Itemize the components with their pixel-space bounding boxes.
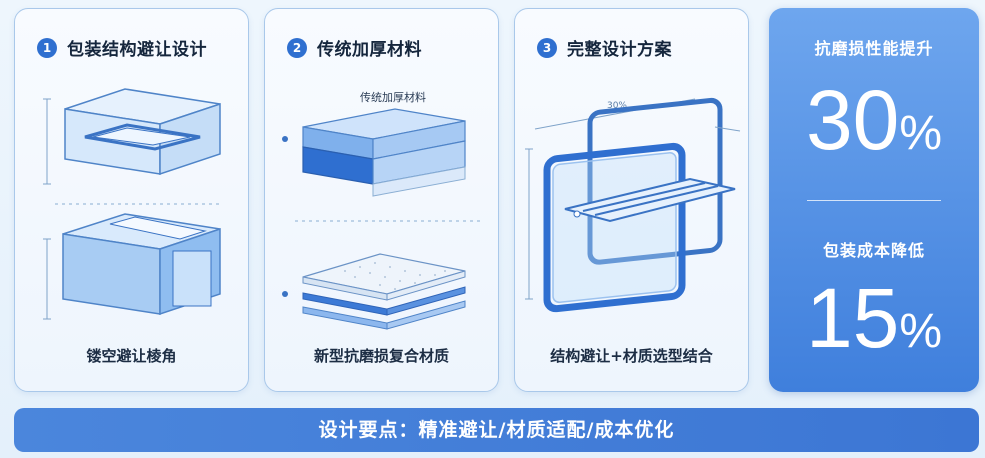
stats-divider [807, 200, 941, 201]
card-title: 包装结构避让设计 [67, 40, 207, 60]
card-structure-avoidance: 1 包装结构避让设计 镂空避让棱角 [14, 8, 249, 392]
frame-design-illustration: 30% [525, 97, 741, 313]
card-header: 3 完整设计方案 [537, 35, 672, 60]
wear-resistance-unit: % [899, 107, 943, 160]
step-number-badge: 2 [287, 37, 307, 58]
wear-resistance-label: 抗磨损性能提升 [814, 39, 934, 58]
cost-reduction-number: 15 [805, 271, 900, 365]
stats-panel: 抗磨损性能提升 30% 包装成本降低 15% [769, 8, 979, 392]
hollow-corner-illustration [43, 88, 221, 320]
card-header: 2 传统加厚材料 [287, 35, 422, 60]
cost-reduction-label: 包装成本降低 [822, 241, 925, 260]
card-caption: 新型抗磨损复合材质 [313, 347, 449, 365]
card-caption: 结构避让+材质选型结合 [550, 347, 713, 365]
wear-resistance-number: 30 [805, 73, 900, 167]
card-header: 1 包装结构避让设计 [37, 35, 207, 60]
dimension-label: 30% [607, 101, 627, 111]
cost-reduction-value: 15% [769, 276, 979, 360]
thick-material-label: 传统加厚材料 [360, 90, 426, 104]
card-title: 完整设计方案 [567, 40, 672, 60]
card-title: 传统加厚材料 [317, 40, 422, 60]
card-complete-design: 3 完整设计方案 30% 结构避让+材质选型结合 [514, 8, 749, 392]
card-thick-material: 2 传统加厚材料 传统加厚材料 新型抗磨损复合材质 [264, 8, 499, 392]
cost-reduction-unit: % [899, 305, 943, 358]
step-number-badge: 1 [37, 37, 57, 58]
step-number-badge: 3 [537, 37, 557, 58]
card-caption: 镂空避让棱角 [86, 347, 177, 365]
wear-resistance-value: 30% [769, 78, 979, 162]
material-comparison-illustration: 传统加厚材料 [282, 90, 480, 330]
design-points-banner: 设计要点：精准避让/材质适配/成本优化 [14, 408, 979, 452]
